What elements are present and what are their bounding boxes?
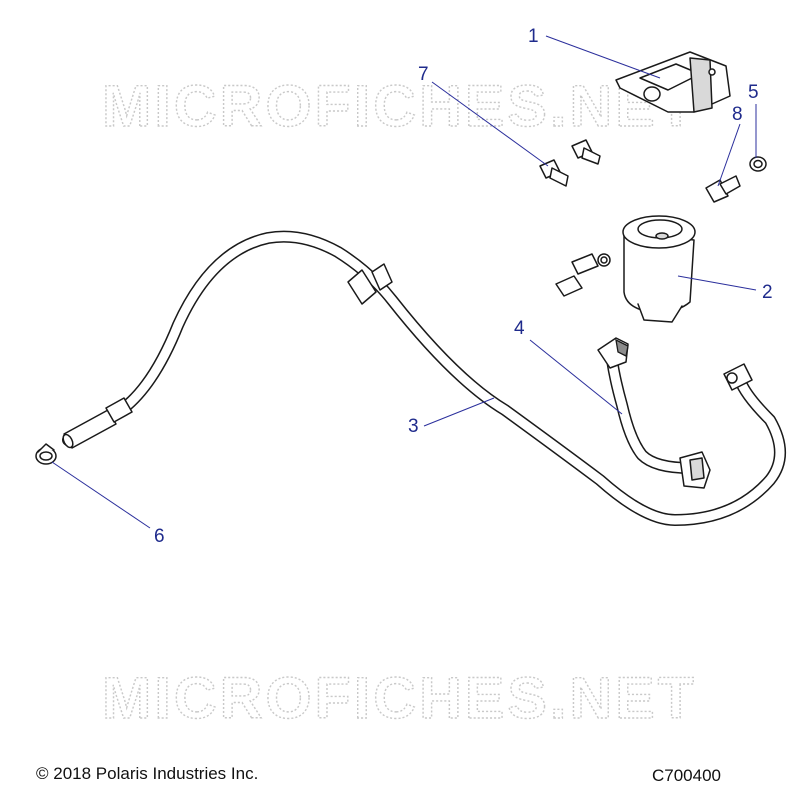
fitting-part-8 bbox=[705, 175, 741, 203]
callout-7: 7 bbox=[418, 64, 429, 85]
leader-6 bbox=[51, 461, 151, 529]
leader-lines bbox=[51, 35, 757, 529]
leader-2 bbox=[677, 275, 757, 291]
callout-6: 6 bbox=[154, 526, 165, 547]
leader-3 bbox=[423, 397, 495, 427]
leader-7 bbox=[431, 81, 549, 167]
copyright-text: © 2018 Polaris Industries Inc. bbox=[36, 764, 259, 783]
callout-4: 4 bbox=[514, 318, 525, 339]
callout-3: 3 bbox=[408, 416, 419, 437]
leader-1 bbox=[545, 35, 661, 79]
callout-5: 5 bbox=[748, 82, 759, 103]
washer-part-5 bbox=[749, 156, 767, 172]
leader-4 bbox=[529, 339, 623, 415]
callout-1: 1 bbox=[528, 26, 539, 47]
bolt-pair-part-7 bbox=[539, 139, 601, 187]
fuel-filter-part-2 bbox=[555, 215, 696, 323]
callout-2: 2 bbox=[762, 282, 773, 303]
watermark-bottom: MICROFICHES.NET bbox=[102, 666, 697, 731]
hose-part-4 bbox=[597, 337, 711, 489]
watermark-top: MICROFICHES.NET bbox=[102, 74, 697, 139]
callout-8: 8 bbox=[732, 104, 743, 125]
leader-8 bbox=[717, 123, 741, 187]
diagram-id: C700400 bbox=[652, 766, 722, 785]
clamp-part-6 bbox=[35, 443, 57, 465]
bracket-part-1 bbox=[615, 51, 731, 113]
